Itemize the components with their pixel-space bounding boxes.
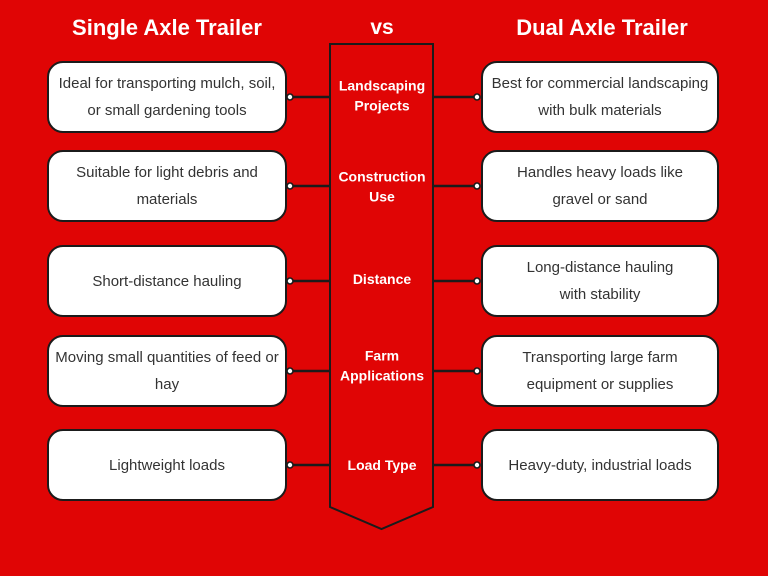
single-axle-box-text: Suitable for light debris and materials: [76, 164, 258, 208]
dual-axle-box-text: Transporting large farm equipment or sup…: [522, 349, 678, 393]
single-axle-box-text: Lightweight loads: [109, 456, 225, 474]
connector-dot: [473, 93, 481, 101]
right-column-title: Dual Axle Trailer: [516, 15, 688, 40]
dual-axle-box-text: Best for commercial landscaping with bul…: [491, 75, 709, 119]
connector-dot: [286, 93, 294, 101]
dual-axle-box: Best for commercial landscaping with bul…: [481, 61, 719, 133]
connector-dot: [286, 367, 294, 375]
category-label: Landscaping Projects: [338, 77, 426, 114]
dual-axle-box: Long-distance hauling with stability: [481, 245, 719, 317]
single-axle-box-text: Short-distance hauling: [92, 272, 242, 290]
category-label: Construction Use: [338, 168, 426, 205]
dual-axle-box-text: Long-distance hauling with stability: [526, 259, 674, 303]
connector-dot: [286, 461, 294, 469]
dual-axle-box-text: Handles heavy loads like gravel or sand: [517, 164, 683, 208]
single-axle-box: Suitable for light debris and materials: [47, 150, 287, 222]
connector-dot: [473, 182, 481, 190]
category-label: Distance: [352, 270, 412, 287]
left-column-title: Single Axle Trailer: [72, 15, 262, 40]
connector-dot: [473, 277, 481, 285]
single-axle-box: Lightweight loads: [47, 429, 287, 501]
dual-axle-box-text: Heavy-duty, industrial loads: [508, 456, 692, 474]
dual-axle-box: Heavy-duty, industrial loads: [481, 429, 719, 501]
connector-dot: [473, 461, 481, 469]
dual-axle-box: Transporting large farm equipment or sup…: [481, 335, 719, 407]
single-axle-box-text: Ideal for transporting mulch, soil, or s…: [58, 75, 276, 119]
single-axle-box: Short-distance hauling: [47, 245, 287, 317]
category-label: Load Type: [347, 456, 417, 473]
single-axle-box-text: Moving small quantities of feed or hay: [55, 349, 279, 393]
connector-dot: [286, 182, 294, 190]
connector-dot: [473, 367, 481, 375]
single-axle-box: Moving small quantities of feed or hay: [47, 335, 287, 407]
category-label: Farm Applications: [339, 347, 424, 384]
single-axle-box: Ideal for transporting mulch, soil, or s…: [47, 61, 287, 133]
dual-axle-box: Handles heavy loads like gravel or sand: [481, 150, 719, 222]
connector-dot: [286, 277, 294, 285]
vs-label: vs: [370, 16, 394, 39]
center-banner-shape: [329, 43, 434, 531]
